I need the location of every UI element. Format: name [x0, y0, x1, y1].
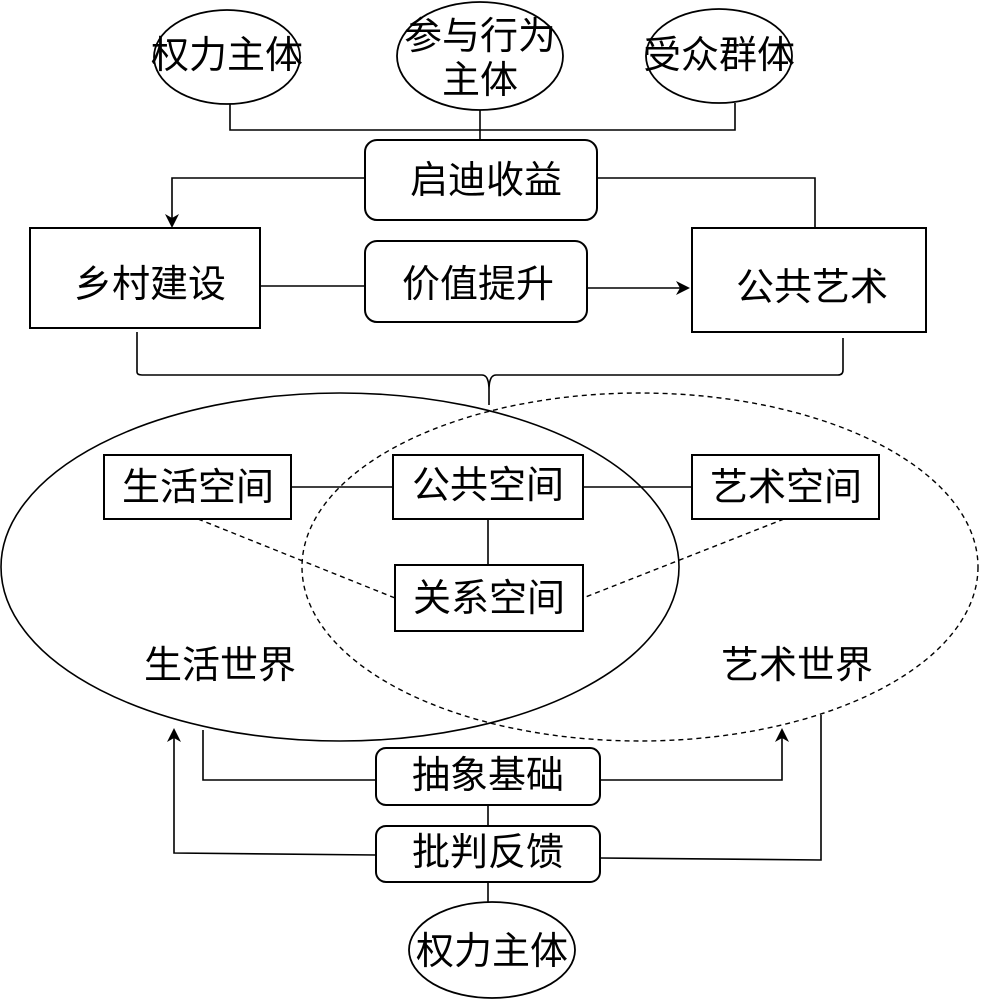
living-space-node: 生活空间 — [103, 454, 292, 520]
living-space-label: 生活空间 — [122, 465, 274, 509]
power-subject-bottom-node: 权力主体 — [408, 901, 576, 999]
critical-feedback-label: 批判反馈 — [412, 830, 564, 874]
critical-feedback-node: 批判反馈 — [375, 825, 601, 883]
art-to-relational-dashed-line — [582, 518, 785, 599]
power-subject-label: 权力主体 — [151, 33, 303, 77]
relational-space-label: 关系空间 — [413, 576, 565, 620]
power-subject-bottom-label: 权力主体 — [416, 929, 568, 973]
feedback-to-life-world-arrow — [167, 728, 377, 856]
life-world-label: 生活世界 — [144, 643, 296, 687]
inspiration-benefit-label: 启迪收益 — [410, 158, 562, 202]
value-enhancement-node: 价值提升 — [364, 240, 588, 323]
abstract-to-art-world-arrow — [600, 728, 789, 781]
rural-construction-label: 乡村建设 — [74, 262, 226, 306]
audience-group-label: 受众群体 — [643, 33, 795, 77]
abstract-basis-label: 抽象基础 — [412, 753, 564, 797]
public-art-label: 公共艺术 — [736, 265, 888, 309]
benefit-to-rural-arrow — [165, 177, 365, 228]
life-world-ellipse — [0, 392, 680, 742]
relational-space-node: 关系空间 — [394, 564, 584, 632]
public-space-label: 公共空间 — [412, 463, 564, 507]
actors-bus-line — [229, 103, 736, 131]
audience-group-node: 受众群体 — [643, 8, 795, 104]
art-world-to-feedback-line — [599, 715, 822, 861]
top-connectors — [229, 103, 736, 140]
art-space-node: 艺术空间 — [691, 454, 880, 520]
participant-subject-label-line1: 参与行为 — [404, 14, 556, 58]
public-space-node: 公共空间 — [392, 454, 584, 520]
participant-subject-node: 参与行为 主体 — [396, 1, 564, 111]
art-world-label: 艺术世界 — [721, 643, 873, 687]
art-world-ellipse — [301, 392, 979, 742]
public-art-node: 公共艺术 — [691, 227, 927, 333]
value-enhancement-label: 价值提升 — [402, 262, 554, 306]
participant-subject-label-line2: 主体 — [442, 58, 518, 102]
inspiration-benefit-node: 启迪收益 — [364, 139, 598, 221]
life-world-to-abstract-line — [202, 730, 376, 781]
power-subject-node: 权力主体 — [151, 9, 303, 105]
art-space-label: 艺术空间 — [710, 465, 862, 509]
rural-construction-node: 乡村建设 — [29, 227, 261, 329]
merge-brace — [136, 332, 844, 405]
living-to-relational-dashed-line — [197, 518, 396, 599]
abstract-basis-node: 抽象基础 — [375, 747, 601, 806]
benefit-to-public-art-line — [597, 177, 816, 228]
